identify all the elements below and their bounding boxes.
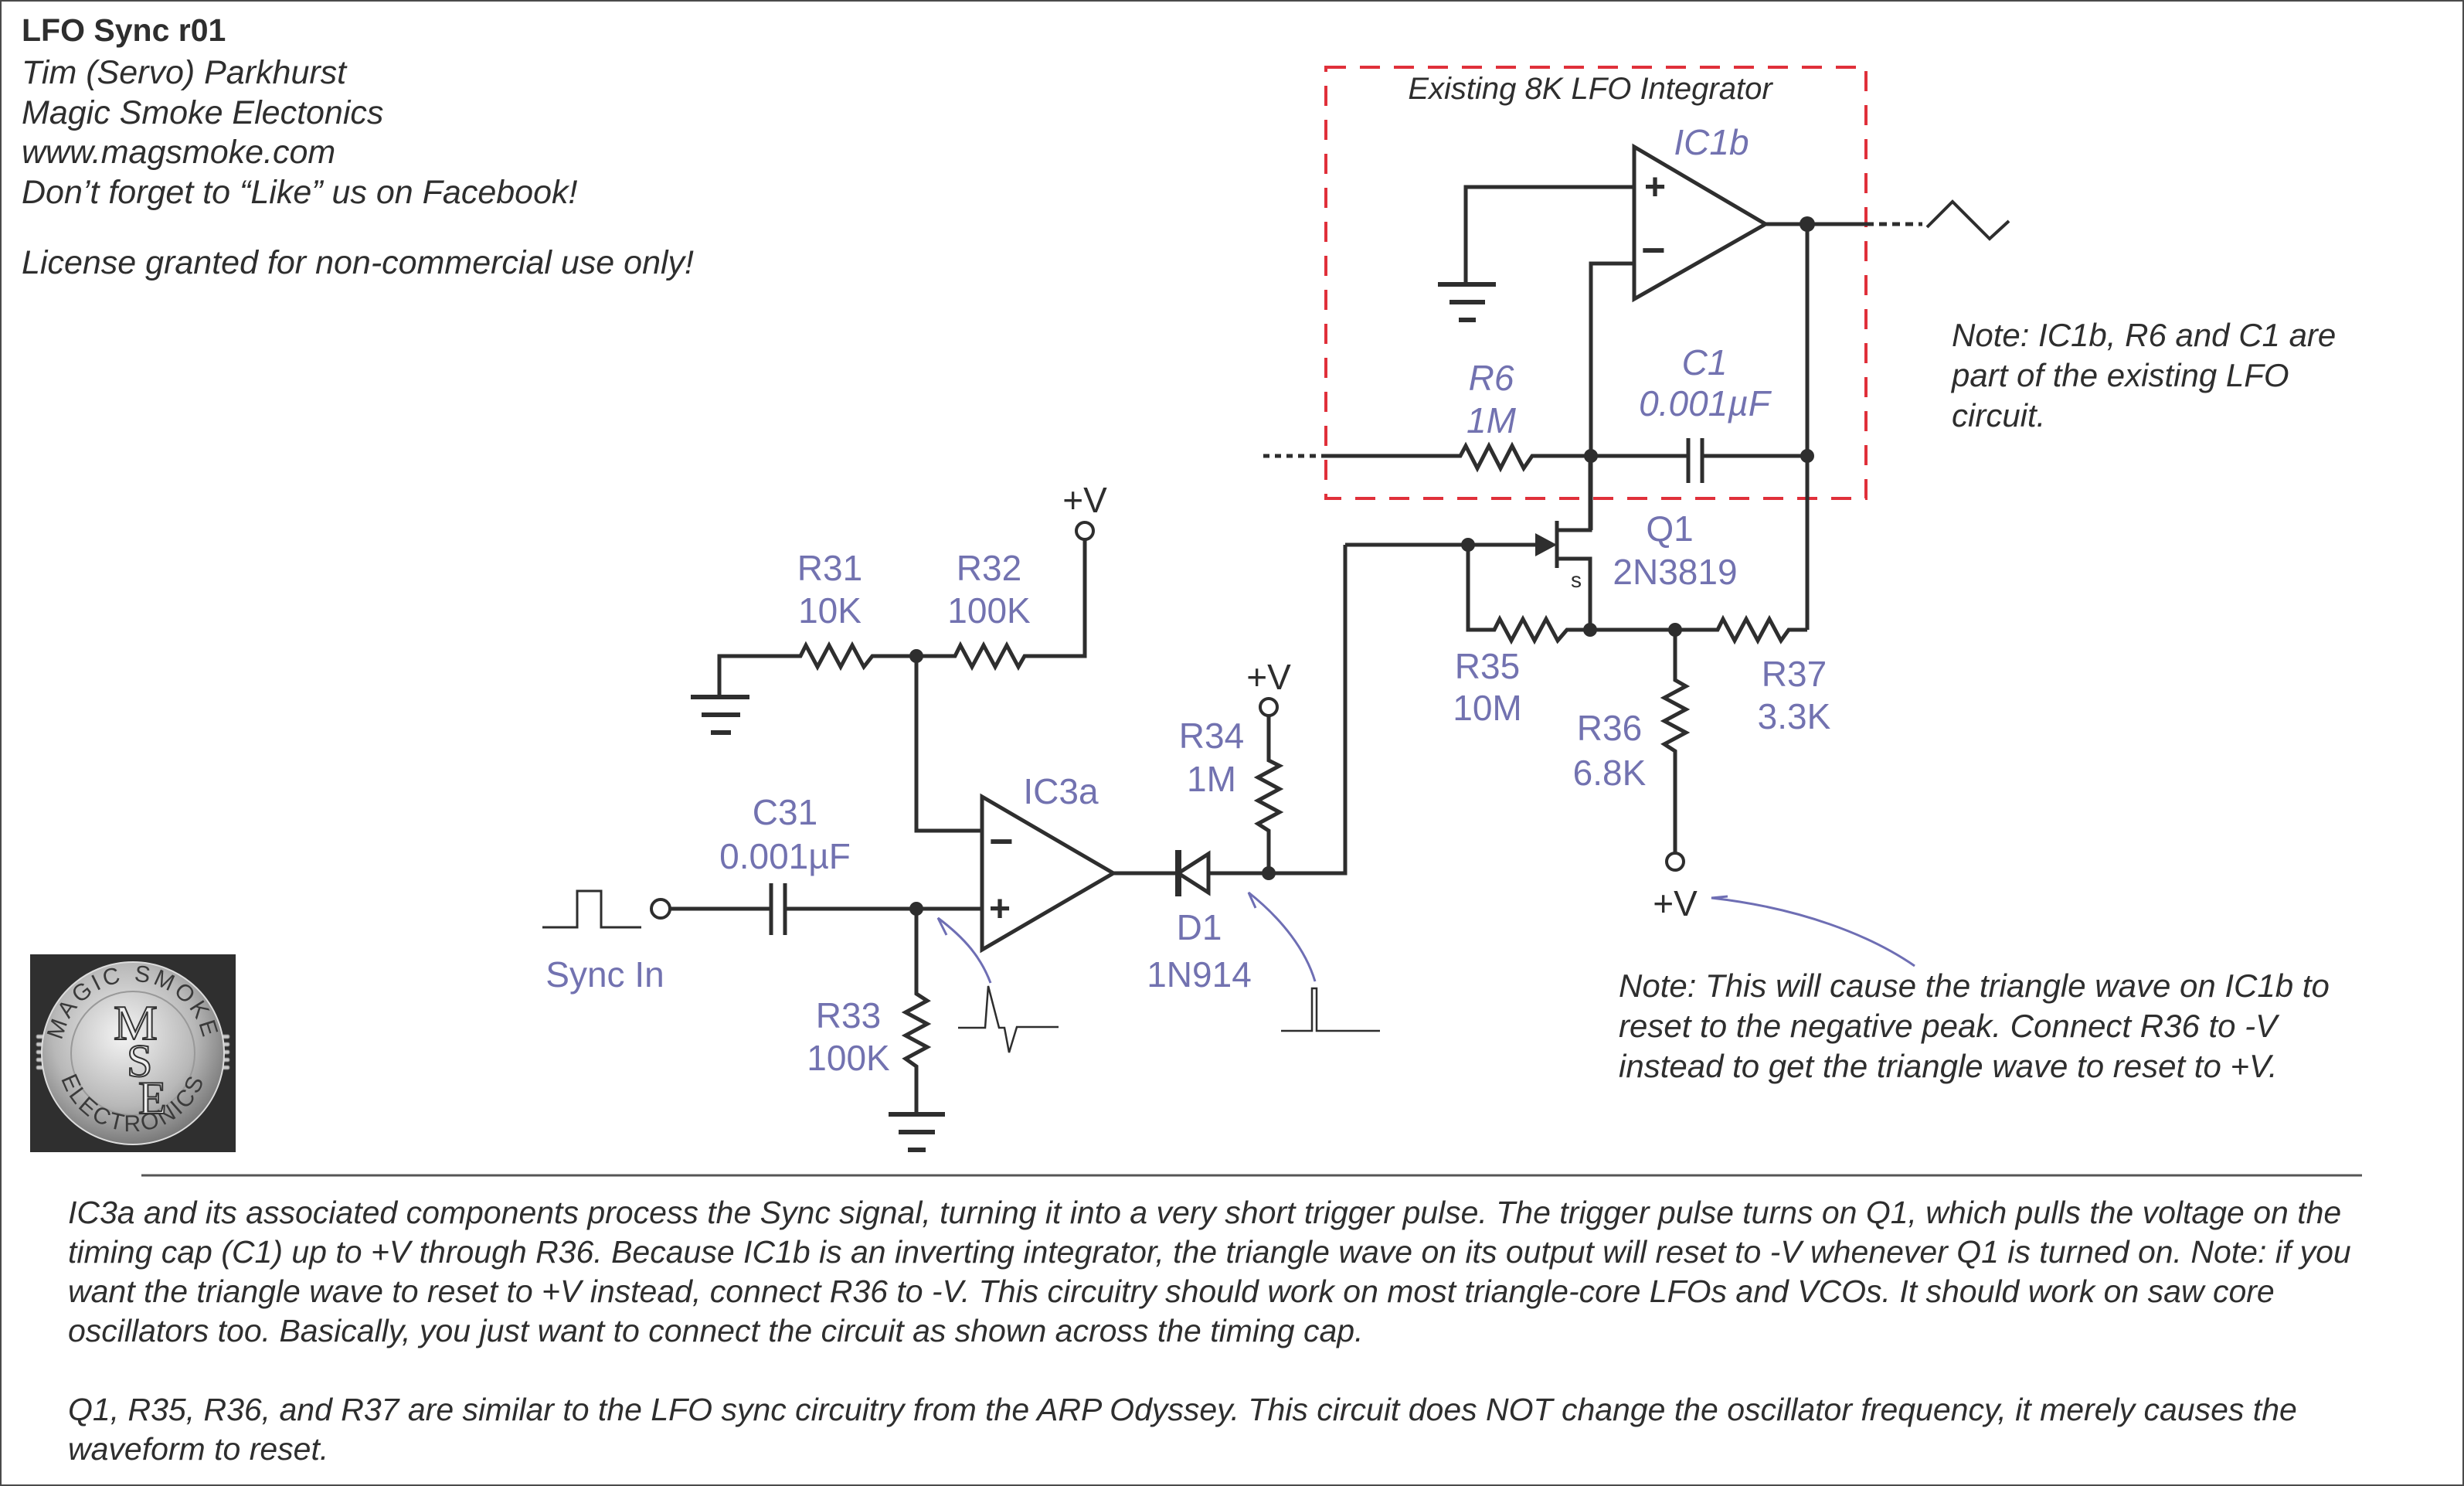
resistor-r35 [1466,545,1590,645]
r37-ref: R37 [1762,654,1827,694]
vplus-label-r36: +V [1653,883,1698,923]
ic1b-plus-sign: + [1644,167,1666,208]
d1-value: 1N914 [1147,954,1252,995]
d1-ref: D1 [1177,907,1222,947]
company: Magic Smoke Electonics [22,94,384,131]
facebook-note: Don’t forget to “Like” us on Facebook! [22,174,578,211]
magic-smoke-logo: MAGIC SMOKE ELECTRONICS M S E [30,954,236,1152]
logo-monogram-m: M [114,995,158,1050]
website-link[interactable]: www.magsmoke.com [22,134,336,171]
c1-ref: C1 [1682,342,1728,383]
r31-ref: R31 [797,548,862,588]
ic3a-minus-wire [914,656,982,833]
logo-monogram-s: S [127,1035,152,1086]
r35-ref: R35 [1455,646,1520,686]
r36-ref: R36 [1577,708,1642,748]
sync-in-jack[interactable] [650,898,671,920]
r6-ref: R6 [1469,358,1514,398]
gate-drive-wire [1269,545,1348,876]
description-paragraph-1: IC3a and its associated components proce… [68,1195,2351,1348]
r37-value: 3.3K [1758,696,1831,736]
r34-ref: R34 [1179,716,1244,756]
opamp-ic1b: + − [1632,143,1769,303]
vplus-label-r32: +V [1062,480,1107,520]
triangle-wave-icon [1925,199,2010,241]
ic3a-label: IC3a [1023,771,1099,811]
diode-d1 [1113,850,1269,896]
resistor-r6 [1326,441,1591,473]
sync-in-label: Sync In [545,954,664,995]
license-note: License granted for non-commercial use o… [22,244,694,281]
r6-value: 1M [1467,400,1517,440]
ic1b-label: IC1b [1674,122,1749,162]
capacitor-c1 [1591,438,1807,483]
resistor-r33 [901,909,932,1114]
vplus-label-r34: +V [1246,657,1291,697]
resistor-r37 [1590,614,1807,645]
r33-ref: R33 [816,995,881,1035]
r32-ref: R32 [957,548,1021,588]
description: IC3a and its associated components proce… [68,1193,2386,1469]
ground-icon [1438,282,1496,322]
logo-monogram-e: E [138,1073,167,1124]
ground-icon [691,695,749,735]
vplus-terminal-r34 [1259,697,1279,717]
c1-value: 0.001µF [1639,383,1772,423]
junction-dot [1800,449,1814,463]
r34-value: 1M [1187,759,1236,799]
capacitor-c31 [670,883,982,935]
resistor-r34 [1253,716,1284,873]
r36-value: 6.8K [1573,753,1647,793]
q1-value: 2N3819 [1613,552,1737,592]
waveform-arrow-icon [1247,891,1317,982]
existing-block-border [1324,66,1868,500]
c31-ref: C31 [753,792,817,832]
reset-note: Note: This will cause the triangle wave … [1619,967,2330,1084]
author: Tim (Servo) Parkhurst [22,54,347,91]
vplus-terminal-r36 [1665,852,1685,872]
r33-value: 100K [807,1038,890,1078]
spike-waveform-icon [958,985,1059,1053]
ground-icon [889,1112,945,1152]
pulse-waveform-icon [1281,987,1380,1032]
c31-value: 0.001µF [719,836,851,876]
schematic-title: LFO Sync r01 [22,12,226,48]
r31-value: 10K [798,590,862,631]
existing-block-title: Existing 8K LFO Integrator [1408,72,1773,106]
resistor-r36 [1660,630,1691,852]
ic1b-minus-wire [1589,261,1634,530]
note-arrow-icon [1711,895,1915,967]
r35-value: 10M [1453,688,1521,728]
ic1b-minus-sign: − [1641,227,1666,274]
description-paragraph-2: Q1, R35, R36, and R37 are similar to the… [68,1392,2297,1467]
ic3a-minus-sign: − [989,818,1014,865]
vplus-terminal-r32 [1075,521,1095,541]
existing-circuit-note: Note: IC1b, R6 and C1 are part of the ex… [1952,317,2337,434]
ic1b-plus-wire [1463,185,1634,284]
square-wave-icon [542,889,641,929]
q1-source-pin: s [1571,568,1582,592]
ic3a-plus-sign: + [989,889,1011,930]
r32-value: 100K [947,590,1031,631]
jfet-q1 [1345,456,1592,630]
junction-dot [1800,216,1815,232]
waveform-arrow-icon [936,916,992,984]
q1-ref: Q1 [1646,508,1693,549]
opamp-ic3a: − + [980,793,1117,954]
